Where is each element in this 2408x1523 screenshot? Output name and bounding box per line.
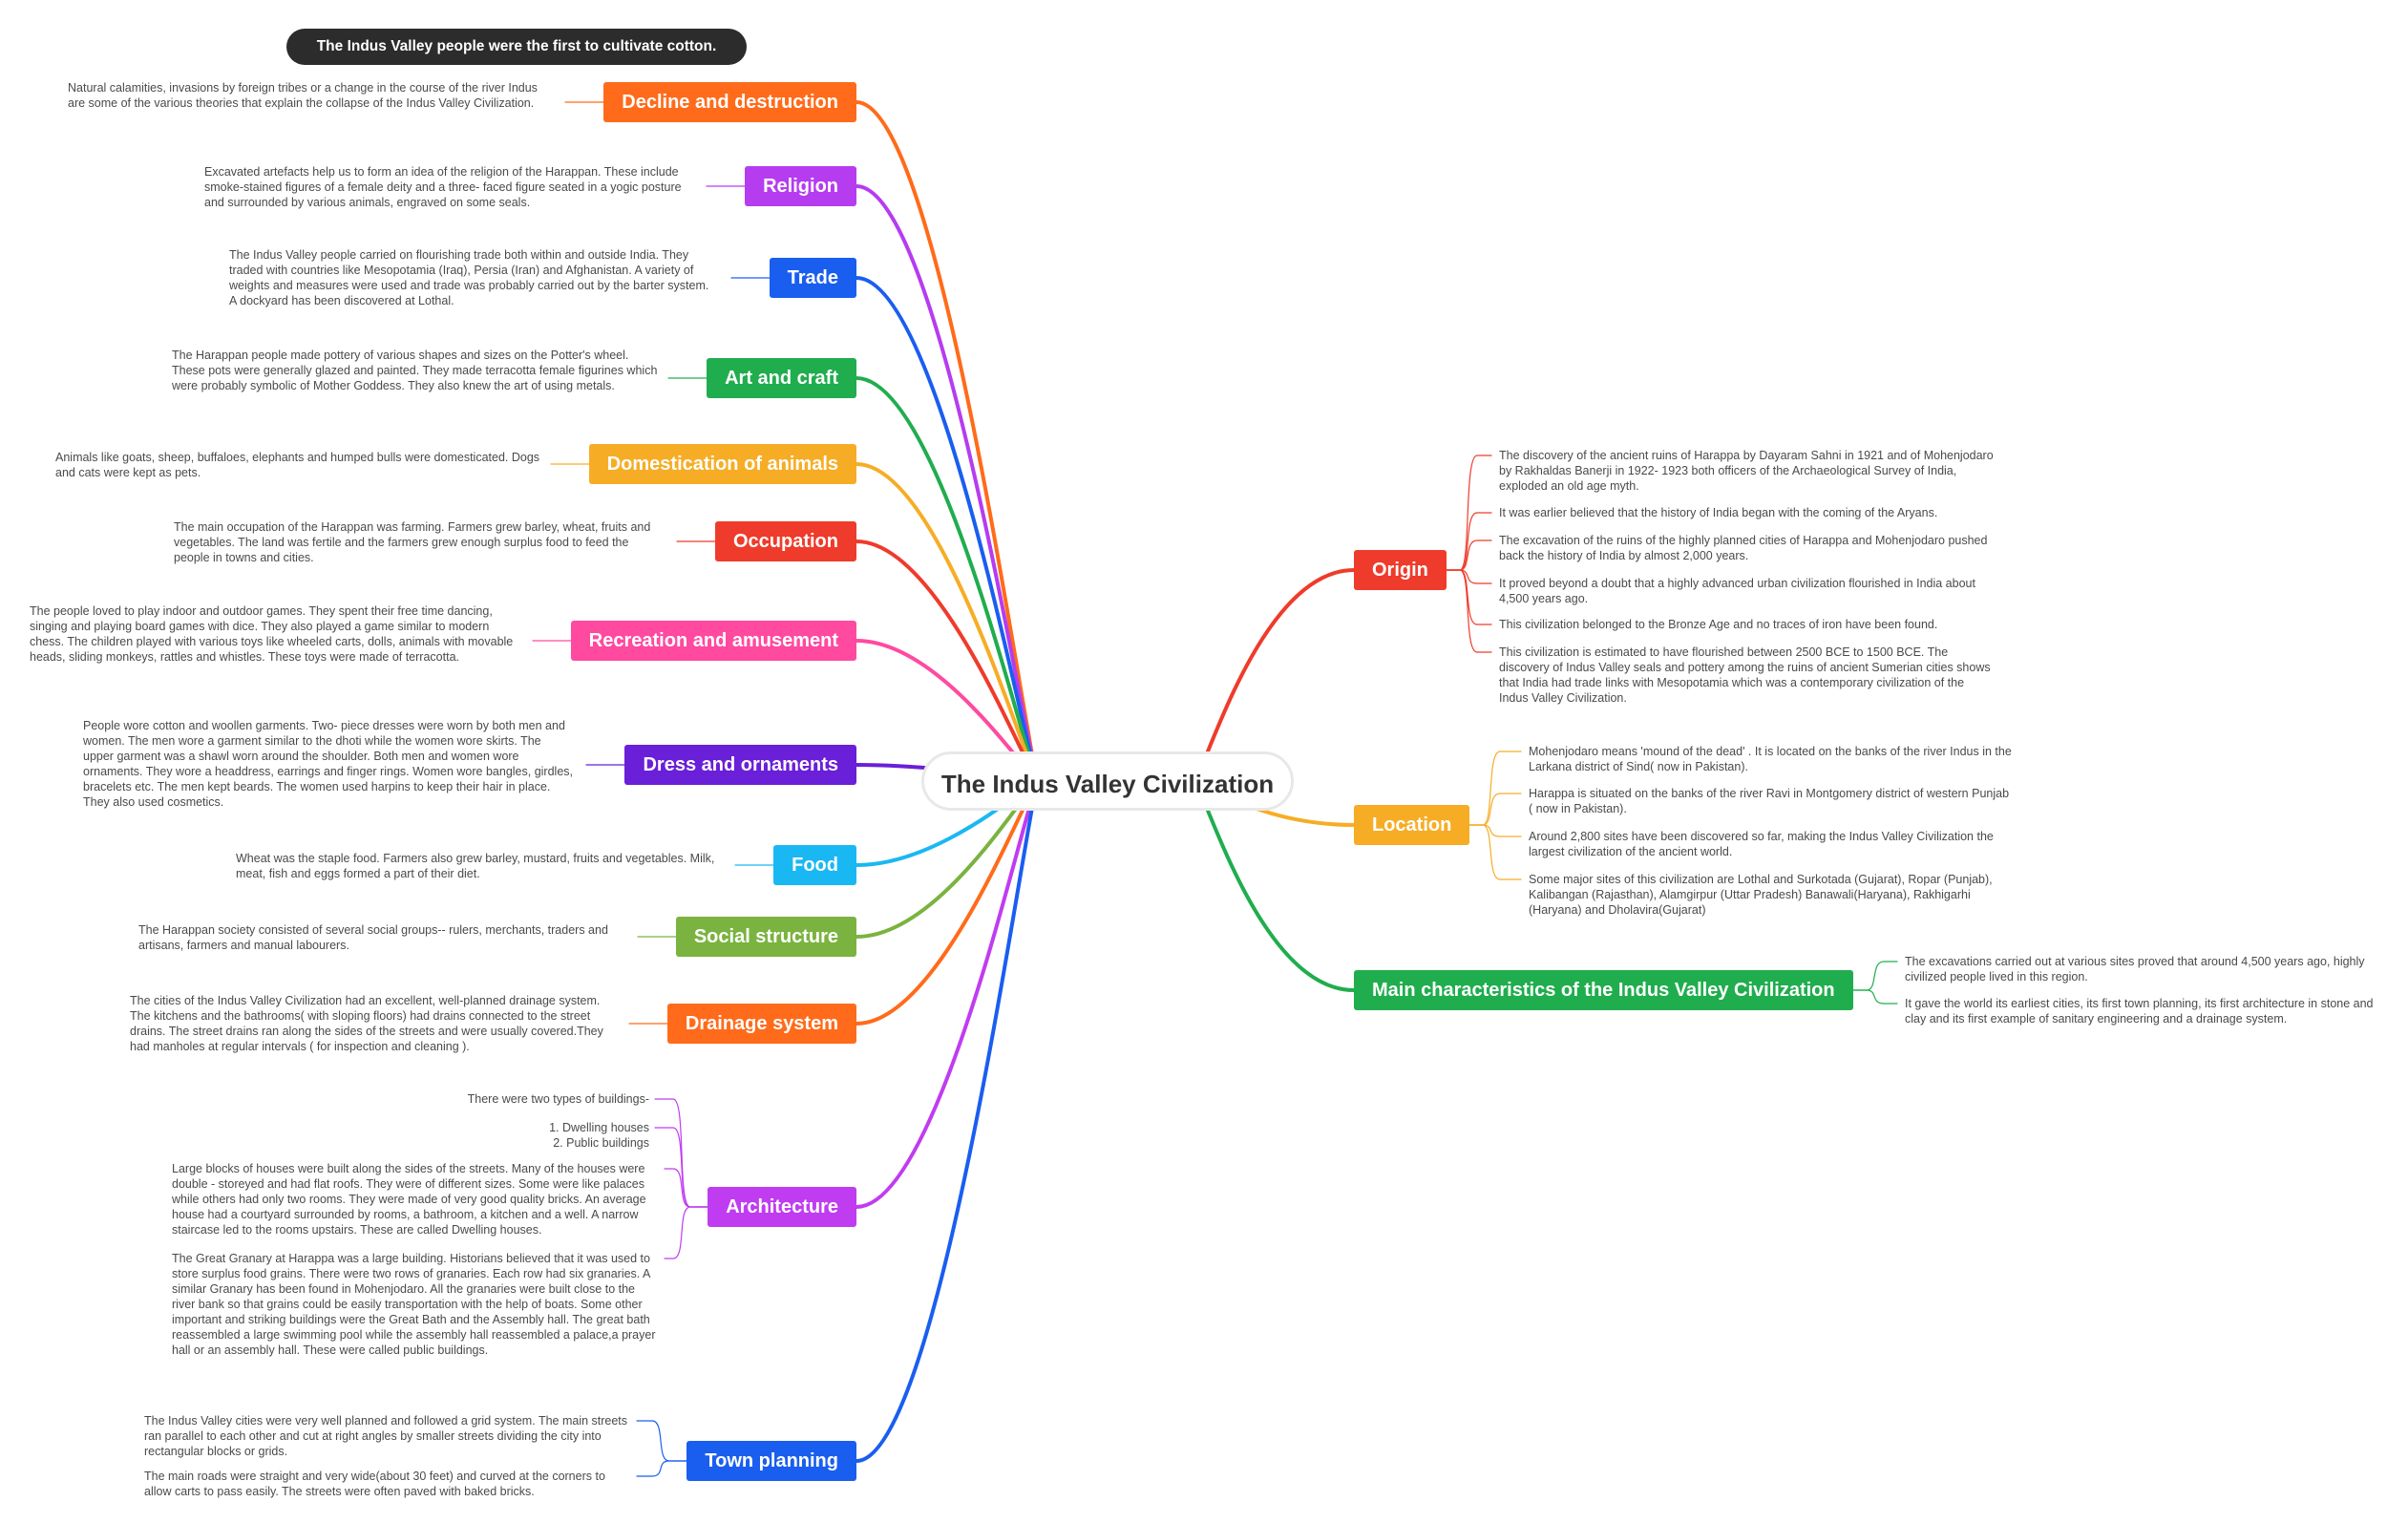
note-recreation: The people loved to play indoor and outd… [30, 604, 514, 664]
note-link [1468, 824, 1522, 880]
branch-line [855, 462, 1041, 783]
note-origin-discovery: The discovery of the ancient ruins of Ha… [1499, 449, 1994, 493]
note-link [664, 1206, 708, 1259]
note-public-buildings: The Great Granary at Harappa was a large… [172, 1252, 656, 1357]
note-trade: The Indus Valley people carried on flour… [229, 248, 709, 307]
note-food: Wheat was the staple food. Farmers also … [236, 852, 715, 880]
note-origin-proved: It proved beyond a doubt that a highly a… [1499, 577, 1975, 605]
note-link [1852, 961, 1898, 991]
note-link [1468, 793, 1522, 826]
note-town-roads: The main roads were straight and very wi… [144, 1470, 605, 1498]
note-location-harappa: Harappa is situated on the banks of the … [1529, 787, 2010, 815]
note-dwelling-houses: Large blocks of houses were built along … [172, 1162, 646, 1237]
note-link [1446, 455, 1492, 571]
branch-line [855, 184, 1041, 783]
note-origin-bronze-age: This civilization belonged to the Bronze… [1499, 618, 1938, 631]
topic-dress-and-ornaments[interactable]: Dress and ornaments [624, 745, 856, 785]
note-link [1852, 989, 1898, 1005]
branch-line [855, 779, 1041, 1026]
note-architecture-types: There were two types of buildings- [467, 1092, 649, 1106]
note-link [636, 1460, 687, 1477]
note-link [1446, 569, 1492, 625]
topic-recreation-and-amusement[interactable]: Recreation and amusement [570, 621, 856, 661]
note-drainage: The cities of the Indus Valley Civilizat… [130, 994, 603, 1053]
note-decline: Natural calamities, invasions by foreign… [68, 81, 538, 110]
branch-line [855, 100, 1041, 783]
note-location-mohenjodaro: Mohenjodaro means 'mound of the dead' . … [1529, 745, 2012, 773]
note-link [1446, 539, 1492, 571]
branch-line [855, 779, 1041, 1209]
note-origin-excavation: The excavation of the ruins of the highl… [1499, 534, 1988, 562]
topic-religion[interactable]: Religion [745, 166, 856, 206]
banner-note[interactable]: The Indus Valley people were the first t… [286, 29, 747, 65]
topic-main-characteristics[interactable]: Main characteristics of the Indus Valley… [1354, 970, 1853, 1010]
topic-architecture[interactable]: Architecture [708, 1187, 856, 1227]
note-link [1446, 569, 1492, 653]
branch-line [855, 779, 1041, 1463]
note-link [1446, 512, 1492, 571]
note-link [1468, 751, 1522, 826]
branch-line [855, 276, 1041, 783]
note-art-and-craft: The Harappan people made pottery of vari… [172, 349, 658, 392]
note-town-grid: The Indus Valley cities were very well p… [144, 1414, 628, 1458]
topic-town-planning[interactable]: Town planning [686, 1441, 856, 1481]
note-link [1468, 824, 1522, 837]
topic-food[interactable]: Food [773, 845, 856, 885]
note-religion: Excavated artefacts help us to form an i… [204, 165, 682, 209]
note-origin-aryans: It was earlier believed that the history… [1499, 506, 1938, 519]
topic-trade[interactable]: Trade [769, 258, 856, 298]
note-social-structure: The Harappan society consisted of severa… [138, 923, 608, 952]
note-characteristics-earliest: It gave the world its earliest cities, i… [1905, 997, 2374, 1026]
topic-drainage-system[interactable]: Drainage system [666, 1004, 856, 1044]
note-dress: People wore cotton and woollen garments.… [83, 719, 574, 809]
topic-occupation[interactable]: Occupation [714, 521, 856, 561]
note-location-sites: Around 2,800 sites have been discovered … [1529, 830, 1994, 858]
topic-location[interactable]: Location [1354, 805, 1470, 845]
branch-line [855, 376, 1041, 783]
note-link [1446, 569, 1492, 584]
note-location-major-sites: Some major sites of this civilization ar… [1529, 873, 1993, 917]
note-occupation: The main occupation of the Harappan was … [174, 520, 651, 564]
topic-social-structure[interactable]: Social structure [675, 917, 856, 957]
note-architecture-list: 1. Dwelling houses 2. Public buildings [549, 1121, 649, 1150]
central-topic[interactable]: The Indus Valley Civilization [921, 751, 1294, 811]
note-domestication: Animals like goats, sheep, buffaloes, el… [55, 451, 540, 479]
topic-decline-and-destruction[interactable]: Decline and destruction [603, 82, 856, 122]
note-link [664, 1168, 708, 1208]
topic-origin[interactable]: Origin [1354, 550, 1447, 590]
note-link [654, 1127, 708, 1208]
branch-line [1192, 568, 1356, 783]
note-characteristics-civilized: The excavations carried out at various s… [1905, 955, 2365, 984]
topic-art-and-craft[interactable]: Art and craft [707, 358, 856, 398]
note-origin-estimated: This civilization is estimated to have f… [1499, 645, 1991, 705]
note-link [654, 1098, 708, 1208]
note-link [636, 1420, 687, 1462]
branch-line [855, 539, 1041, 783]
topic-domestication-of-animals[interactable]: Domestication of animals [588, 444, 856, 484]
